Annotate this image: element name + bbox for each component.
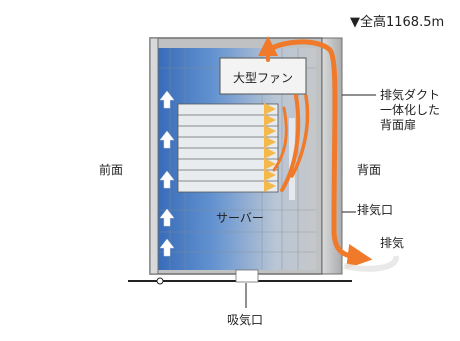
- server-airflow-arrows: [180, 103, 276, 192]
- large-fan-label: 大型ファン: [233, 71, 294, 85]
- front-door: [149, 37, 159, 275]
- front-label: 前面: [99, 163, 124, 177]
- exhaust-port-label: 排気口: [357, 203, 394, 217]
- intake-port-label: 吸気口: [227, 313, 264, 327]
- large-fan: [219, 57, 307, 95]
- exhaust-label: 排気: [380, 236, 405, 250]
- exhaust-airflow: [258, 36, 373, 269]
- intake-arrows: [159, 90, 175, 257]
- server-stack: [177, 103, 279, 193]
- server-label: サーバー: [216, 211, 264, 225]
- intake-vent: [235, 269, 259, 283]
- exhaust-duct-door-label: 排気ダクト 一体化した 背面扉: [380, 88, 441, 132]
- back-label: 背面: [357, 163, 382, 177]
- height-label: ▼全高1168.5m: [350, 15, 445, 30]
